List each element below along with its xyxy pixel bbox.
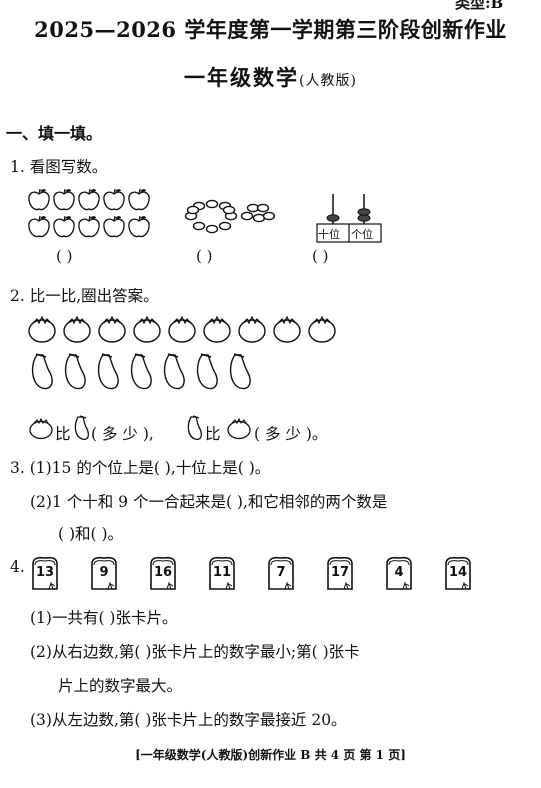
answer-blank-abacus[interactable]: ( ) (312, 247, 329, 265)
apple-icon (103, 215, 125, 238)
apple-icon (28, 215, 50, 238)
number-card: 13 (30, 556, 60, 592)
number-card: 16 (148, 556, 178, 592)
tomato-icon (227, 417, 251, 440)
bead-icon (222, 205, 236, 215)
apple-group-icon (28, 188, 150, 238)
number-card: 9 (89, 556, 119, 592)
apple-icon (103, 188, 125, 211)
tomato-icon (168, 315, 196, 343)
number-card: 14 (443, 556, 473, 592)
eggplant-icon (74, 415, 89, 440)
eggplant-icon (229, 353, 251, 390)
answer-blank-beads[interactable]: ( ) (196, 247, 213, 265)
apple-icon (78, 215, 100, 238)
number-card: 11 (207, 556, 237, 592)
subtitle-main: 一年级数学 (184, 65, 300, 90)
eggplant-icon (187, 415, 202, 440)
tomato-icon (29, 417, 53, 440)
tomato-icon (133, 315, 161, 343)
apple-icon (128, 215, 150, 238)
apple-icon (28, 188, 50, 211)
bead-icon (240, 211, 254, 221)
bead-icon (256, 203, 270, 213)
tomato-row-icon (28, 315, 336, 343)
bead-icon (192, 221, 206, 231)
q3-line-1: 3. (1)15 的个位上是( ),十位上是( )。 (10, 459, 271, 477)
eggplant-icon (163, 353, 185, 390)
section-heading: 一、填一填。 (6, 124, 103, 143)
compare-choice-1[interactable]: ( 多 少 ), (91, 425, 154, 443)
bead-icon (218, 221, 232, 231)
card-frame-icon (91, 556, 117, 590)
apple-icon (53, 215, 75, 238)
card-number: 9 (99, 565, 109, 580)
answer-blank-apples[interactable]: ( ) (56, 247, 73, 265)
q1-label: 1. 看图写数。 (10, 158, 108, 176)
q2-label: 2. 比一比,圈出答案。 (10, 287, 159, 305)
card-number: 11 (212, 565, 232, 580)
card-frame-icon (32, 556, 58, 590)
card-frame-icon (445, 556, 471, 590)
bead-icon (262, 211, 276, 221)
tomato-icon (63, 315, 91, 343)
card-frame-icon (209, 556, 235, 590)
q4-sub-1: (1)一共有( )张卡片。 (30, 609, 178, 627)
tomato-icon (238, 315, 266, 343)
q3-line-3: ( )和( )。 (58, 525, 124, 543)
subtitle-edition: (人教版) (299, 73, 357, 89)
eggplant-icon (64, 353, 86, 390)
q4-label: 4. (10, 558, 25, 576)
eggplant-icon (97, 353, 119, 390)
bead-group-icon (184, 199, 276, 234)
tomato-icon (98, 315, 126, 343)
card-frame-icon (327, 556, 353, 590)
tomato-icon (203, 315, 231, 343)
card-number: 17 (330, 565, 350, 580)
bead-icon (186, 205, 200, 215)
q4-sub-2a: (2)从右边数,第( )张卡片上的数字最小;第( )张卡 (30, 643, 360, 661)
abacus-ones-label: 个位 (351, 228, 373, 241)
type-label: 类型:B (455, 0, 504, 12)
bead-icon (205, 199, 219, 209)
tomato-icon (308, 315, 336, 343)
q3-line-2: (2)1 个十和 9 个一合起来是( ),和它相邻的两个数是 (30, 493, 388, 511)
card-number: 13 (35, 565, 55, 580)
card-frame-icon (150, 556, 176, 590)
card-number: 16 (153, 565, 173, 580)
card-number: 14 (448, 565, 468, 580)
abacus-icon (316, 194, 382, 243)
page-title: 2025—2026 学年度第一学期第三阶段创新作业 (34, 17, 507, 42)
eggplant-icon (130, 353, 152, 390)
page-subtitle: 一年级数学(人教版) (0, 62, 541, 92)
compare-word-2: 比 (205, 425, 221, 443)
number-card: 7 (266, 556, 296, 592)
apple-icon (53, 188, 75, 211)
abacus-tens-label: 十位 (318, 228, 340, 241)
card-number: 4 (394, 565, 404, 580)
number-card: 17 (325, 556, 355, 592)
eggplant-icon (196, 353, 218, 390)
eggplant-row-icon (31, 353, 251, 390)
page-footer: [一年级数学(人教版)创新作业 B 共 4 页 第 1 页] (135, 748, 406, 762)
apple-icon (128, 188, 150, 211)
apple-icon (78, 188, 100, 211)
tomato-icon (273, 315, 301, 343)
card-number: 7 (276, 565, 286, 580)
card-frame-icon (386, 556, 412, 590)
compare-word-1: 比 (55, 425, 71, 443)
bead-icon (205, 224, 219, 234)
q4-sub-2b: 片上的数字最大。 (58, 677, 183, 695)
compare-choice-2[interactable]: ( 多 少 )。 (254, 425, 328, 443)
tomato-icon (28, 315, 56, 343)
eggplant-icon (31, 353, 53, 390)
q4-sub-3: (3)从左边数,第( )张卡片上的数字最接近 20。 (30, 711, 347, 729)
number-card: 4 (384, 556, 414, 592)
card-frame-icon (268, 556, 294, 590)
